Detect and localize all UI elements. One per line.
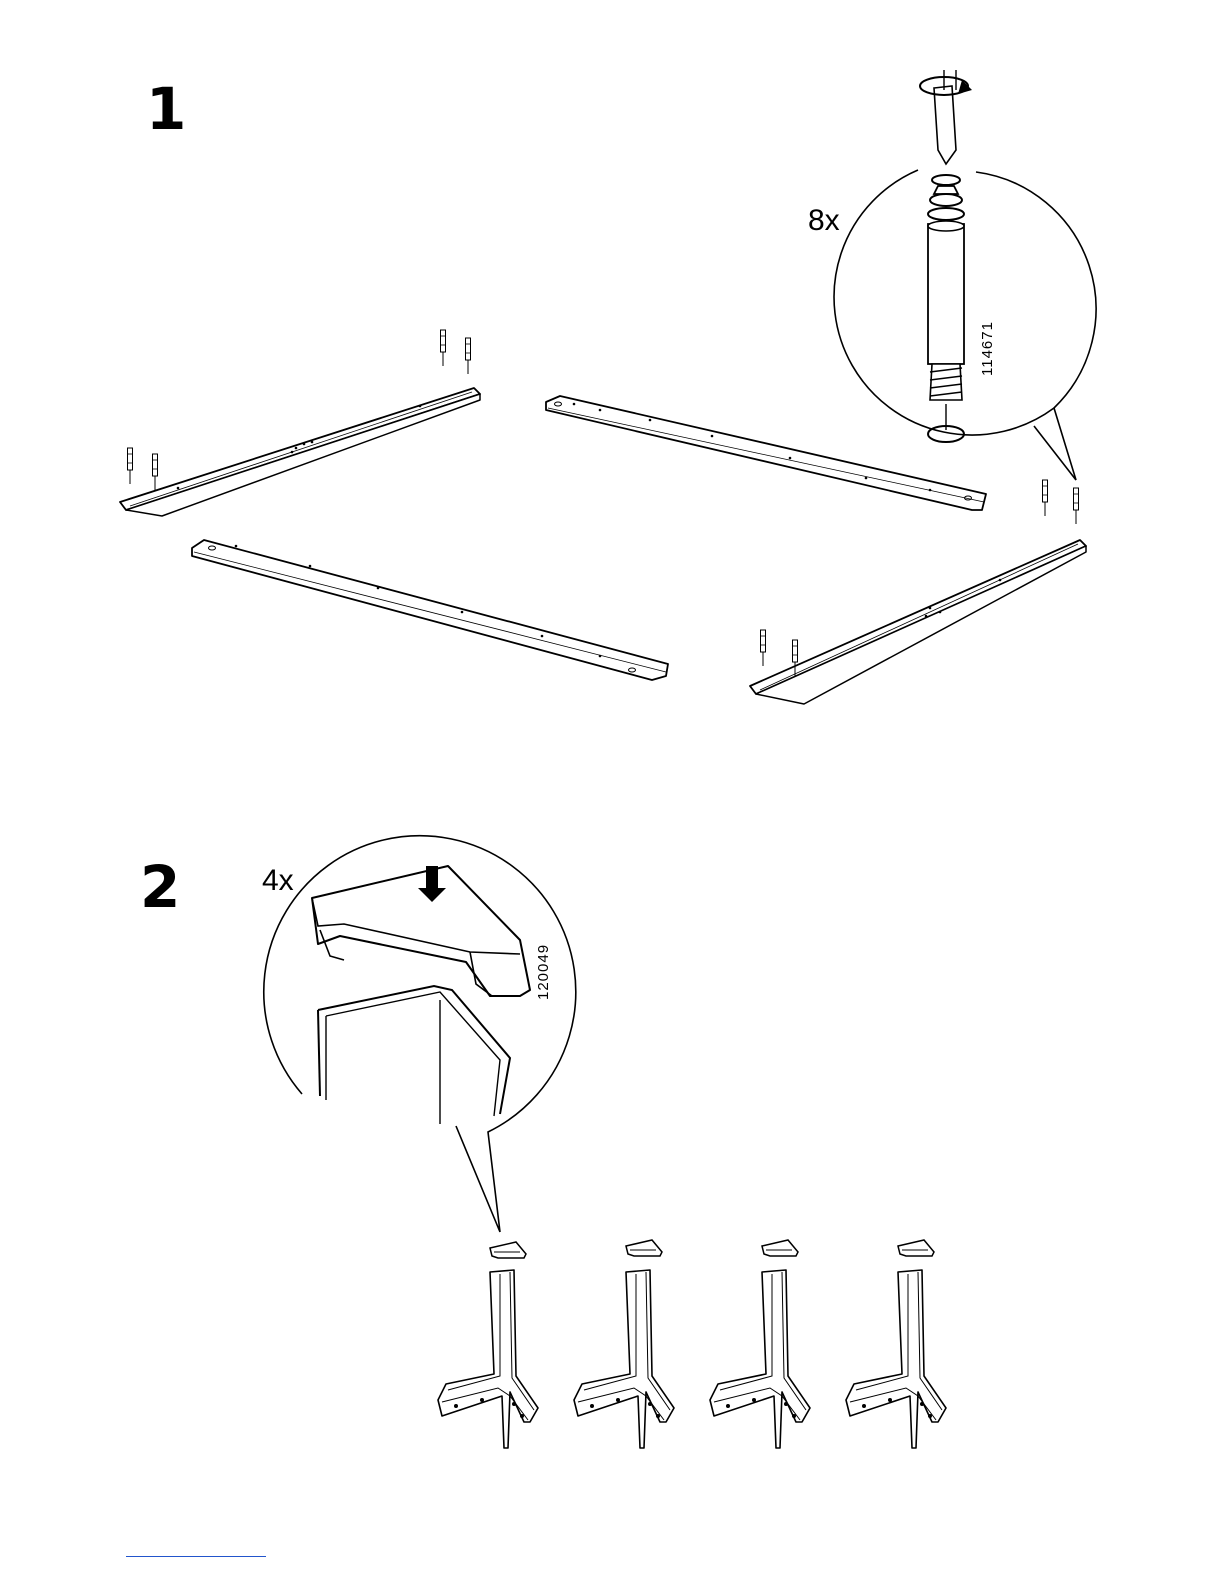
dowel-pin-icon <box>928 175 964 442</box>
dowel-quantity-label: 8x <box>808 204 840 237</box>
rail-back-right <box>546 396 986 510</box>
rail-back-left <box>120 330 480 516</box>
dowel-callout: 8x 114671 <box>808 70 1096 480</box>
corner-cap-icon <box>312 866 530 996</box>
leg-3 <box>710 1240 810 1448</box>
leg-1 <box>438 1242 538 1448</box>
cap-article-number: 120049 <box>535 944 552 1000</box>
dowel-article-number: 114671 <box>979 321 996 376</box>
rail-front-right <box>750 480 1086 704</box>
cap-callout: 4x 120049 <box>262 836 576 1232</box>
screwdriver-icon <box>920 70 972 164</box>
leg-2 <box>574 1240 674 1448</box>
rail-front-left <box>192 540 668 680</box>
cap-quantity-label: 4x <box>262 864 294 897</box>
footer-rule <box>126 1556 266 1557</box>
leg-post-detail <box>318 986 510 1124</box>
leg-4 <box>846 1240 946 1448</box>
